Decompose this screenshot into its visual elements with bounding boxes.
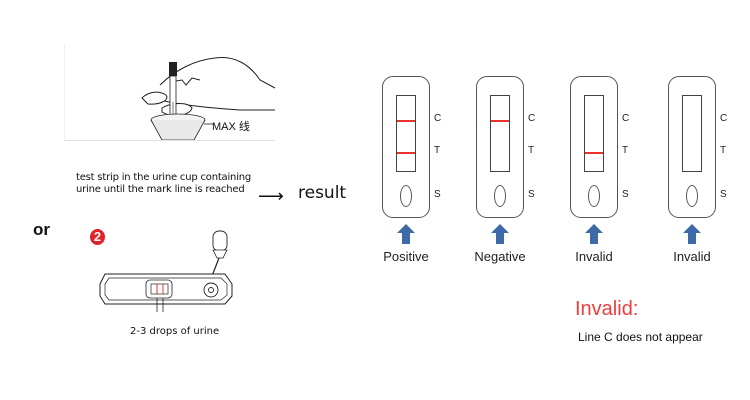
arrow-up-icon [585,224,603,244]
arrow-up-icon [491,224,509,244]
sample-well [400,185,412,207]
result-invalid-t-only: C T S Invalid [570,76,629,264]
drops-instruction: 2-3 drops of urine [130,326,220,337]
s-label: S [720,189,727,200]
sample-well [588,185,600,207]
test-cassette [382,76,430,218]
or-label: or [33,220,50,239]
arrow-up-icon [683,224,701,244]
cassette-drop-illustration [99,230,233,312]
sample-well [494,185,506,207]
result-window [682,95,702,172]
invalid-note-description: Line C does not appear [578,330,703,344]
c-label: C [434,113,442,124]
test-cassette [668,76,716,218]
arrow-up-icon [397,224,415,244]
result-caption: Invalid [673,249,711,264]
dip-instruction-line1: test strip in the urine cup containing [76,172,252,183]
c-label: C [622,113,630,124]
result-caption: Positive [383,249,429,264]
s-label: S [434,189,441,200]
test-cassette [570,76,618,218]
t-label: T [434,145,441,156]
dip-strip-illustration [141,56,276,140]
control-line [397,120,415,122]
control-line [491,120,509,122]
t-label: T [528,145,535,156]
dropper-icon [211,230,228,277]
result-window [490,95,510,172]
test-cassette [476,76,524,218]
invalid-note-title: Invalid: [575,298,639,320]
t-label: T [622,145,629,156]
max-line-label: MAX 线 [212,121,250,133]
test-line [585,152,603,154]
c-label: C [720,113,728,124]
result-caption: Negative [474,249,526,264]
t-label: T [720,145,727,156]
dip-illustration-frame [64,44,275,141]
dip-instruction-line2: urine until the mark line is reached [76,184,245,195]
test-line [397,152,415,154]
sample-well [686,185,698,207]
result-caption: Invalid [575,249,613,264]
result-window [396,95,416,172]
result-invalid-no-lines: C T S Invalid [668,76,727,264]
result-positive: C T S Positive [382,76,441,264]
result-negative: C T S Negative [474,76,535,264]
s-label: S [622,189,629,200]
step-number-badge: 2 [90,229,105,245]
flow-arrow-icon: ⟶ [258,186,284,206]
s-label: S [528,189,535,200]
result-label: result [298,183,347,203]
dip-instruction: test strip in the urine cup containing u… [76,172,276,196]
result-window [584,95,604,172]
c-label: C [528,113,536,124]
